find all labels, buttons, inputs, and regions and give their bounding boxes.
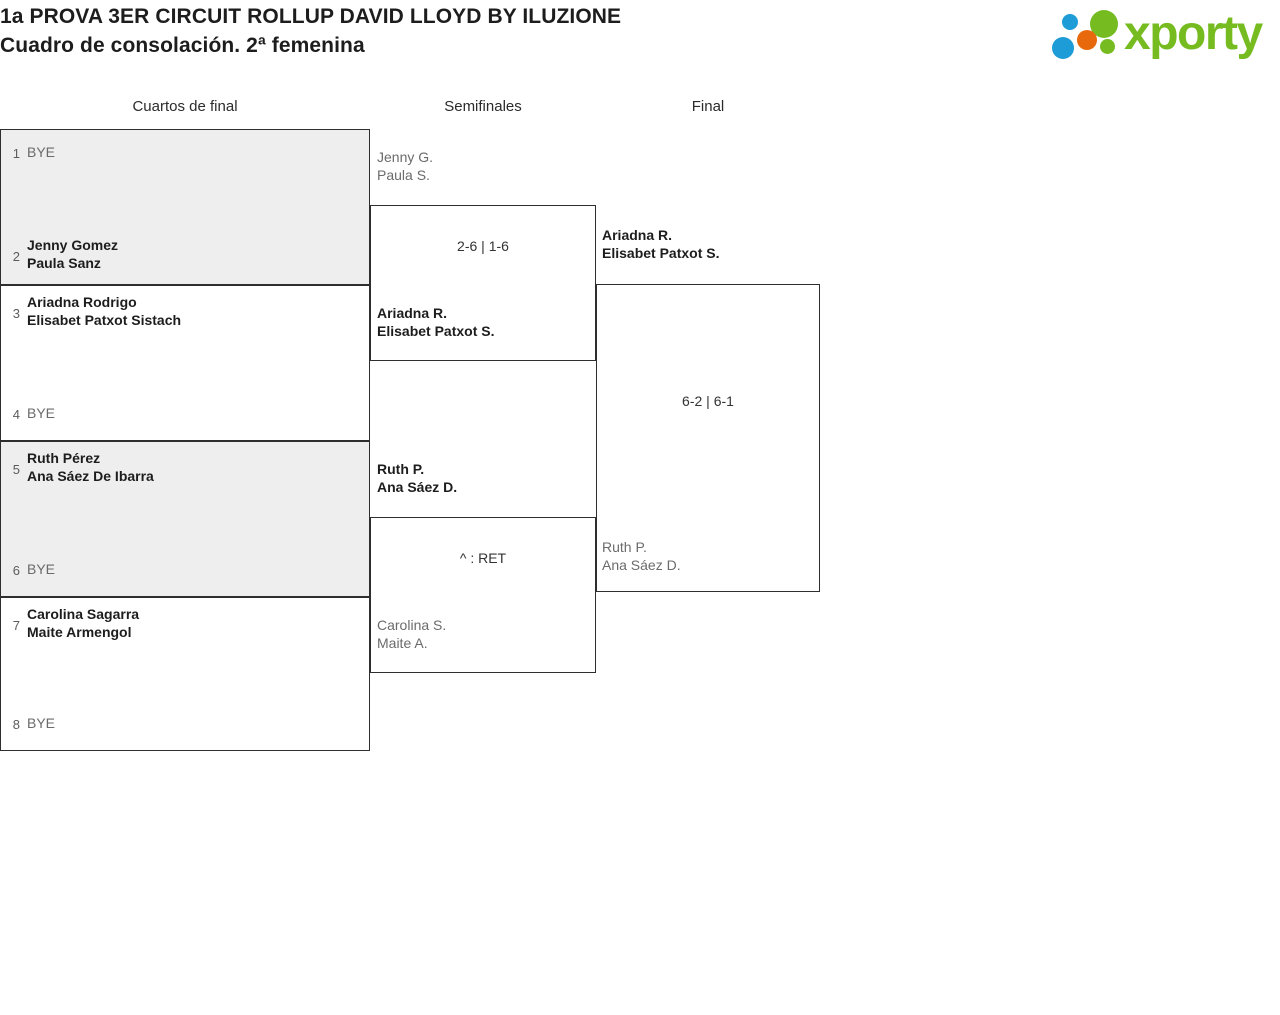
logo-wordmark: xporty (1124, 7, 1263, 60)
r1-match-2[interactable]: 3 Ariadna Rodrigo Elisabet Patxot Sistac… (0, 285, 370, 441)
sf2-top-team[interactable]: Ruth P. Ana Sáez D. (377, 460, 457, 496)
team-line-2: Elisabet Patxot S. (602, 245, 720, 261)
team-line-2: Elisabet Patxot S. (377, 323, 495, 339)
title-line-1: 1a PROVA 3ER CIRCUIT ROLLUP DAVID LLOYD … (0, 5, 622, 28)
team-line-1: Carolina S. (377, 617, 447, 633)
xporty-logo[interactable]: xporty (1050, 6, 1272, 62)
logo-dot-blue-large (1052, 37, 1074, 59)
team-line-2: Ana Sáez De Ibarra (27, 468, 154, 484)
team-line-1: BYE (27, 561, 56, 577)
seed-number: 8 (12, 717, 20, 732)
seed-number: 3 (12, 306, 20, 321)
r1-slot-1[interactable]: 1 BYE (1, 142, 369, 184)
final-score: 6-2 | 6-1 (682, 393, 734, 409)
team-names: Ruth Pérez Ana Sáez De Ibarra (27, 449, 154, 485)
team-line-2: Maite Armengol (27, 624, 132, 640)
sf1-top-team[interactable]: Jenny G. Paula S. (377, 148, 433, 184)
r1-slot-7[interactable]: 7 Carolina Sagarra Maite Armengol (1, 605, 369, 647)
team-line-1: BYE (27, 715, 56, 731)
team-names: Ariadna Rodrigo Elisabet Patxot Sistach (27, 293, 181, 329)
page-title: 1a PROVA 3ER CIRCUIT ROLLUP DAVID LLOYD … (0, 2, 1000, 60)
sf2-bottom-team[interactable]: Carolina S. Maite A. (377, 616, 446, 652)
column-header-semifinals: Semifinales (444, 98, 522, 115)
column-header-quarterfinals: Cuartos de final (132, 98, 238, 115)
r1-slot-5[interactable]: 5 Ruth Pérez Ana Sáez De Ibarra (1, 449, 369, 491)
column-header-final: Final (691, 98, 725, 115)
sf2-score: ^ : RET (459, 550, 507, 566)
team-line-2: Ana Sáez D. (377, 479, 458, 495)
seed-number: 4 (12, 407, 20, 422)
team-line-1: Jenny G. (377, 149, 434, 165)
seed-number: 5 (12, 462, 20, 477)
sf1-bottom-team[interactable]: Ariadna R. Elisabet Patxot S. (377, 304, 494, 340)
r1-match-4[interactable]: 7 Carolina Sagarra Maite Armengol 8 BYE (0, 597, 370, 751)
team-line-1: Ariadna R. (602, 227, 673, 243)
team-line-1: BYE (27, 405, 56, 421)
seed-number: 7 (12, 618, 20, 633)
seed-number: 6 (12, 563, 20, 578)
sf1-match-box[interactable]: 2-6 | 1-6 (370, 205, 596, 361)
team-names: Carolina Sagarra Maite Armengol (27, 605, 139, 641)
team-line-1: Ariadna R. (377, 305, 448, 321)
team-names: Jenny Gomez Paula Sanz (27, 236, 118, 272)
r1-slot-8[interactable]: 8 BYE (1, 713, 369, 755)
sf1-score: 2-6 | 1-6 (457, 238, 509, 254)
team-line-1: Ruth P. (602, 539, 647, 555)
team-line-1: Ruth P. (377, 461, 425, 477)
r1-slot-6[interactable]: 6 BYE (1, 559, 369, 601)
logo-dot-orange (1077, 30, 1097, 50)
final-match-box[interactable]: 6-2 | 6-1 (596, 284, 820, 592)
team-names: BYE (27, 713, 55, 733)
team-names: BYE (27, 142, 55, 162)
logo-dots (1050, 6, 1128, 62)
team-line-1: Carolina Sagarra (27, 606, 140, 622)
title-line-2: Cuadro de consolación. 2ª femenina (0, 34, 365, 57)
r1-slot-4[interactable]: 4 BYE (1, 403, 369, 445)
final-bottom-team[interactable]: Ruth P. Ana Sáez D. (602, 538, 681, 574)
r1-match-3[interactable]: 5 Ruth Pérez Ana Sáez De Ibarra 6 BYE (0, 441, 370, 597)
team-line-2: Paula Sanz (27, 255, 101, 271)
r1-match-1[interactable]: 1 BYE 2 Jenny Gomez Paula Sanz (0, 129, 370, 285)
seed-number: 2 (12, 249, 20, 264)
r1-slot-2[interactable]: 2 Jenny Gomez Paula Sanz (1, 236, 369, 278)
seed-number: 1 (12, 146, 20, 161)
team-line-2: Ana Sáez D. (602, 557, 681, 573)
team-line-1: Ariadna Rodrigo (27, 294, 137, 310)
team-line-1: BYE (27, 144, 56, 160)
sf2-match-box[interactable]: ^ : RET (370, 517, 596, 673)
team-line-2: Maite A. (377, 635, 428, 651)
team-line-2: Elisabet Patxot Sistach (27, 312, 182, 328)
logo-dot-green-small (1100, 39, 1115, 54)
final-top-team[interactable]: Ariadna R. Elisabet Patxot S. (602, 226, 719, 262)
r1-slot-3[interactable]: 3 Ariadna Rodrigo Elisabet Patxot Sistac… (1, 293, 369, 335)
team-line-1: Ruth Pérez (27, 450, 101, 466)
team-names: BYE (27, 403, 55, 423)
team-line-1: Jenny Gomez (27, 237, 119, 253)
logo-dot-blue-small (1062, 14, 1078, 30)
team-names: BYE (27, 559, 55, 579)
team-line-2: Paula S. (377, 167, 430, 183)
